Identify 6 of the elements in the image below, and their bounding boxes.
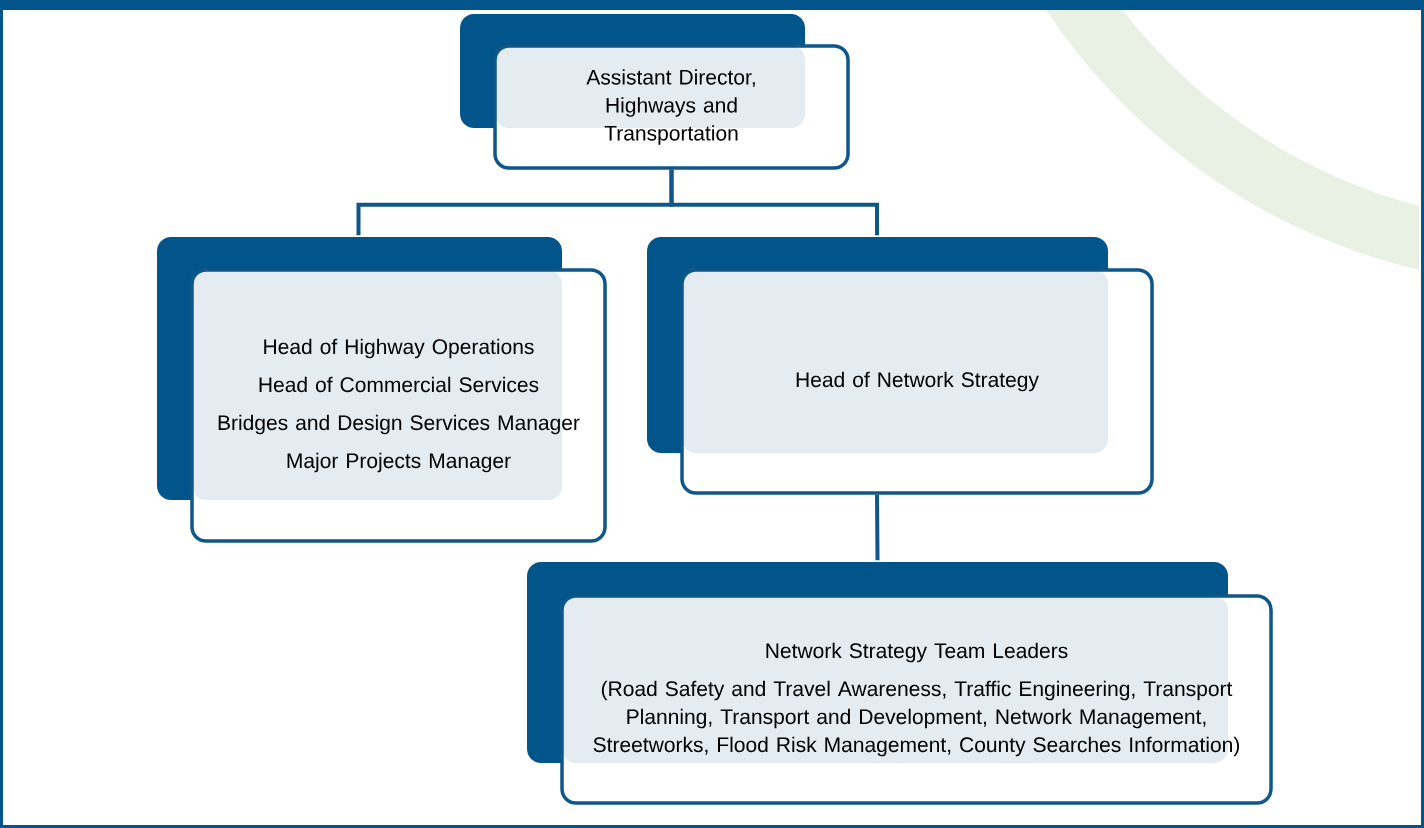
org-box: Assistant Director, Highways and Transportation <box>460 14 850 170</box>
org-box: Network Strategy Team Leaders (Road Safety and Travel Awareness, Traffic Engineering, Transport Planning, Transport and Development, Network Management, Streetworks, Flood Risk Management, County Searches Information) <box>527 562 1273 805</box>
connector-line <box>669 169 879 236</box>
connector-line <box>875 494 880 561</box>
org-box: Head of Network Strategy <box>647 237 1154 495</box>
org-box: Head of Highway Operations Head of Commercial Services Bridges and Design Services Manager Major Projects Manager <box>157 237 607 543</box>
